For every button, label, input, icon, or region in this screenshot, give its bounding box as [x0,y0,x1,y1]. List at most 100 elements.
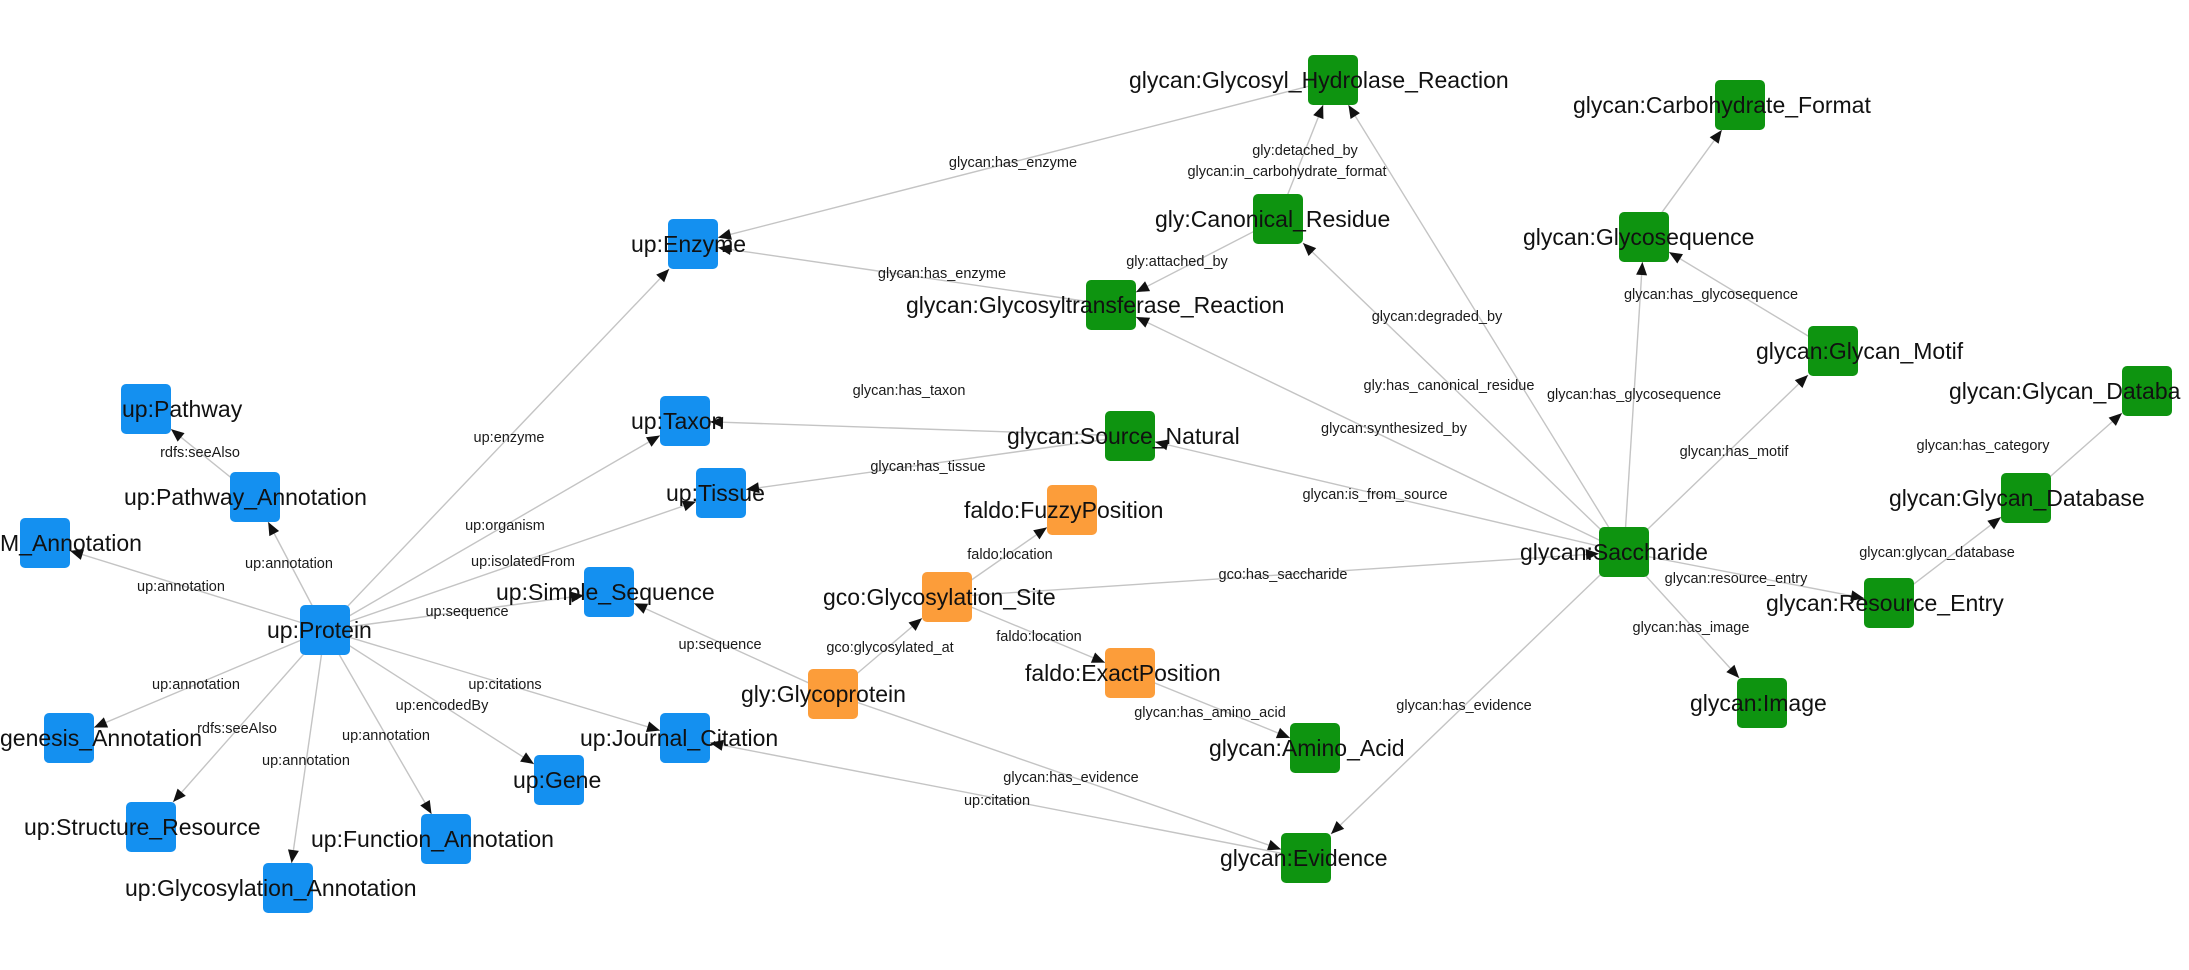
node-box[interactable] [126,802,176,852]
node-source-natural[interactable]: glycan:Source_Natural [1007,411,1240,461]
edge-saccharide-to-resource_entry[interactable] [1623,551,1865,599]
edge-evidence-to-journal_citation[interactable] [709,742,1307,859]
node-glycosyltransferase-reaction[interactable]: glycan:Glycosyltransferase_Reaction [906,280,1284,330]
edge-source_natural-to-taxon[interactable] [709,421,1131,437]
node-function-annotation[interactable]: up:Function_Annotation [311,814,554,864]
node-mutagenesis-annotation[interactable]: genesis_Annotation [0,713,202,763]
node-box[interactable] [1105,411,1155,461]
node-box[interactable] [584,567,634,617]
node-box[interactable] [660,396,710,446]
node-box[interactable] [44,713,94,763]
node-box[interactable] [922,572,972,622]
node-protein[interactable]: up:Protein [267,605,372,655]
node-box[interactable] [1105,648,1155,698]
node-glycan-motif[interactable]: glycan:Glycan_Motif [1756,326,1964,376]
node-box[interactable] [1715,80,1765,130]
node-glycosylation-site[interactable]: gco:Glycosylation_Site [823,572,1056,622]
node-label: M_Annotation [0,530,142,556]
edge-protein-to-structure_resource[interactable] [172,629,326,803]
node-box[interactable] [1599,527,1649,577]
node-structure-resource[interactable]: up:Structure_Resource [24,802,261,852]
node-exact-position[interactable]: faldo:ExactPosition [1025,648,1221,698]
edge-protein-to-mutagenesis_annotation[interactable] [93,629,326,729]
node-amino-acid[interactable]: glycan:Amino_Acid [1209,723,1405,773]
edge-glycan_motif-to-glycosequence[interactable] [1668,251,1834,352]
node-evidence[interactable]: glycan:Evidence [1220,833,1388,883]
node-box[interactable] [1290,723,1340,773]
node-glycan-database[interactable]: glycan:Glycan_Database [1889,473,2145,523]
node-box[interactable] [1281,833,1331,883]
node-box[interactable] [300,605,350,655]
edge-protein-to-enzyme[interactable] [324,268,670,631]
edge-glycoprotein-to-simple_sequence[interactable] [633,602,834,695]
node-box[interactable] [421,814,471,864]
edge-source_natural-to-tissue[interactable] [745,435,1131,491]
edge-protein-to-taxon[interactable] [324,434,661,631]
edge-glycosylation_site-to-exact_position[interactable] [946,596,1106,664]
edge-protein-to-simple_sequence[interactable] [324,594,585,631]
edge-label: glycan:degraded_by [1372,309,1503,325]
edge-protein-to-tissue[interactable] [324,500,697,631]
edge-glycosyltransferase_reaction-to-enzyme[interactable] [717,246,1112,306]
edge-saccharide-to-glycosyl_hydrolase_reaction[interactable] [1347,104,1625,553]
node-box[interactable] [808,669,858,719]
edge-exact_position-to-amino_acid[interactable] [1129,672,1291,739]
node-pathway[interactable]: up:Pathway [121,384,243,434]
edge-saccharide-to-canonical_residue[interactable] [1302,242,1625,553]
node-box[interactable] [1086,280,1136,330]
node-image[interactable]: glycan:Image [1690,678,1827,728]
node-box[interactable] [20,518,70,568]
edge-protein-to-gene[interactable] [324,629,535,765]
node-box[interactable] [534,755,584,805]
node-taxon[interactable]: up:Taxon [631,396,724,446]
node-enzyme[interactable]: up:Enzyme [631,219,746,269]
node-box[interactable] [1619,212,1669,262]
node-box[interactable] [230,472,280,522]
node-glycosyl-hydrolase-reaction[interactable]: glycan:Glycosyl_Hydrolase_Reaction [1129,55,1509,105]
node-ptm-annotation[interactable]: M_Annotation [0,518,142,568]
node-box[interactable] [668,219,718,269]
node-box[interactable] [660,713,710,763]
node-saccharide[interactable]: glycan:Saccharide [1520,527,1708,577]
edge-saccharide-to-glycosyltransferase_reaction[interactable] [1135,316,1625,553]
edge-protein-to-function_annotation[interactable] [324,629,433,815]
node-glycan-database-category[interactable]: glycan:Glycan_Databa [1949,366,2181,416]
node-box[interactable] [1808,326,1858,376]
node-box[interactable] [1737,678,1787,728]
node-glycoprotein[interactable]: gly:Glycoprotein [741,669,906,719]
arrowhead-tissue [681,500,696,512]
node-box[interactable] [1308,55,1358,105]
edge-label: gco:has_saccharide [1219,567,1348,583]
node-gene[interactable]: up:Gene [513,755,601,805]
node-box[interactable] [2122,366,2172,416]
edge-saccharide-to-glycan_motif[interactable] [1623,374,1809,553]
arrowhead-evidence [1331,820,1345,834]
node-simple-sequence[interactable]: up:Simple_Sequence [496,567,715,617]
node-tissue[interactable]: up:Tissue [666,468,765,518]
node-glycosequence[interactable]: glycan:Glycosequence [1523,212,1754,262]
node-box[interactable] [121,384,171,434]
edge-glycosyl_hydrolase_reaction-to-enzyme[interactable] [717,79,1334,239]
edge-protein-to-glycosylation_annotation[interactable] [290,629,326,864]
edge-saccharide-to-evidence[interactable] [1330,551,1625,835]
node-box[interactable] [263,863,313,913]
node-box[interactable] [1864,578,1914,628]
node-resource-entry[interactable]: glycan:Resource_Entry [1766,578,2004,628]
node-label: up:Structure_Resource [24,814,261,840]
edge-protein-to-ptm_annotation[interactable] [69,550,326,631]
edge-saccharide-to-source_natural[interactable] [1154,441,1625,553]
edge-saccharide-to-glycosequence[interactable] [1623,261,1644,553]
node-box[interactable] [1047,485,1097,535]
edge-glycoprotein-to-evidence[interactable] [832,693,1282,850]
edge-glycosylation_site-to-saccharide[interactable] [946,552,1600,598]
edge-protein-to-journal_citation[interactable] [324,629,661,732]
node-box[interactable] [2001,473,2051,523]
node-fuzzy-position[interactable]: faldo:FuzzyPosition [964,485,1163,535]
node-journal-citation[interactable]: up:Journal_Citation [580,713,778,763]
node-pathway-annotation[interactable]: up:Pathway_Annotation [124,472,367,522]
node-glycosylation-annotation[interactable]: up:Glycosylation_Annotation [125,863,417,913]
node-box[interactable] [1253,194,1303,244]
node-carbohydrate-format[interactable]: glycan:Carbohydrate_Format [1573,80,1871,130]
node-canonical-residue[interactable]: gly:Canonical_Residue [1155,194,1390,244]
node-box[interactable] [696,468,746,518]
